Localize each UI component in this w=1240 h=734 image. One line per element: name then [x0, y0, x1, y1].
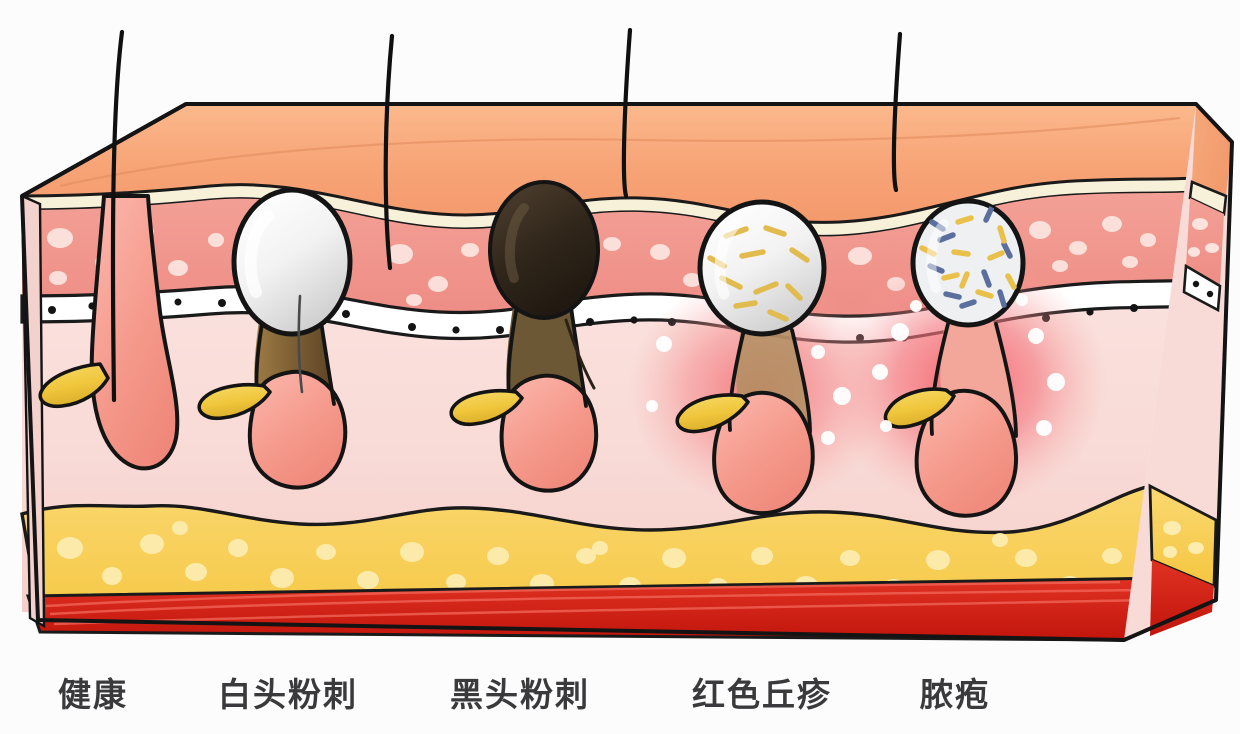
right-face-basal-band [1182, 263, 1222, 313]
whitehead-embedded-hair [297, 294, 304, 394]
pustule-plug-highlight [926, 219, 949, 293]
lesion-label-row: 健康 白头粉刺 黑头粉刺 红色丘疹 脓疱 [0, 660, 1240, 734]
blackhead-hair-shaft [621, 27, 633, 199]
lesion-red-papule[interactable] [646, 31, 903, 516]
label-healthy: 健康 [58, 675, 128, 714]
right-face-papillary-cells [1188, 218, 1219, 257]
label-papule: 红色丘疹 [692, 675, 832, 714]
papule-hair-shaft [891, 31, 903, 193]
muscle-striations [45, 580, 1151, 626]
papule-follicle-wall [727, 328, 812, 434]
healthy-hair-shaft [110, 29, 125, 403]
blackhead-sebaceous-gland [449, 388, 524, 427]
papule-sebaceous-gland [675, 393, 750, 434]
epidermis-layer [22, 104, 1196, 223]
whitehead-hair-shaft [383, 33, 395, 271]
lesion-whitehead-comedone[interactable] [197, 33, 395, 490]
whitehead-plug-highlight [244, 210, 274, 298]
papule-immune-cells [646, 336, 851, 445]
healthy-sebaceous-gland [38, 362, 110, 409]
papule-plug-highlight [714, 218, 742, 300]
pustule-immune-cells [872, 294, 1065, 436]
right-face-fat-globules [1163, 521, 1204, 558]
right-face-epidermis [1192, 104, 1232, 196]
whitehead-sebaceous-gland [197, 382, 272, 421]
lesion-blackhead-comedone[interactable] [449, 27, 633, 493]
label-whitehead: 白头粉刺 [218, 675, 358, 714]
label-blackhead: 黑头粉刺 [450, 675, 590, 714]
blackhead-follicle-bulb [499, 373, 599, 493]
whitehead-follicle-bulb [247, 369, 348, 490]
pustule-follicle-wall [929, 322, 1018, 438]
inflammation-zones [628, 256, 1108, 508]
lesion-pustule[interactable] [872, 198, 1065, 518]
pustule-follicle-bulb [914, 388, 1018, 518]
blackhead-embedded-hair [564, 318, 596, 390]
block-outline [20, 102, 1234, 642]
label-pustule: 脓疱 [920, 675, 990, 714]
right-face-melanocytes [1192, 280, 1214, 298]
epidermis-crease [59, 116, 1181, 188]
papule-follicle-bulb [712, 390, 815, 516]
lesion-healthy-follicle[interactable] [38, 29, 180, 471]
blackhead-plug-highlight [504, 203, 529, 283]
skin-cross-section-diagram [20, 27, 1234, 642]
block-top-ridge [21, 102, 187, 198]
right-face-muscle [1150, 560, 1214, 636]
